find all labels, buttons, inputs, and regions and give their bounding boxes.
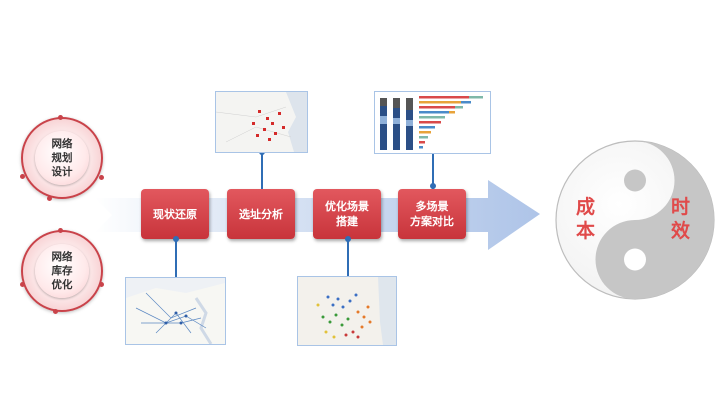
circle-dot [20, 282, 25, 287]
connector-line [432, 152, 434, 189]
map-scenario-thumbnail [297, 276, 397, 346]
step-label: 选址分析 [239, 207, 283, 221]
network-inventory-circle: 网络 库存 优化 [20, 228, 104, 314]
map-image [216, 92, 307, 152]
time-label-2: 效 [671, 220, 691, 242]
step-site-selection: 选址分析 [227, 189, 295, 239]
step-scenario-compare: 多场景 方案对比 [398, 189, 466, 239]
circle-dot [53, 309, 58, 314]
time-label-1: 时 [671, 196, 691, 218]
connector-dot [173, 236, 179, 242]
circle-dot [99, 282, 104, 287]
connector-line [175, 239, 177, 277]
cost-label-2: 本 [576, 220, 596, 242]
circle-label-line: 优化 [51, 279, 73, 291]
chart-image [375, 92, 490, 153]
circle-label-line: 库存 [51, 265, 73, 277]
step-label: 现状还原 [153, 207, 197, 221]
circle-dot [47, 196, 52, 201]
step-label: 方案对比 [410, 215, 454, 228]
step-label: 搭建 [336, 215, 358, 228]
circle-dot [58, 115, 63, 120]
map-image [298, 277, 396, 345]
circle-label-line: 设计 [51, 166, 73, 178]
map-site-selection-thumbnail [215, 91, 308, 153]
network-planning-circle-inner: 网络 规划 设计 [35, 131, 89, 185]
chart-scenario-comparison-thumbnail [374, 91, 491, 154]
connector-dot [345, 236, 351, 242]
map-current-state-thumbnail [125, 277, 226, 345]
yin-yang-symbol [555, 140, 715, 300]
map-image [126, 278, 225, 344]
step-label: 优化场景 [325, 200, 369, 213]
connector-dot [430, 183, 436, 189]
step-label: 多场景 [415, 200, 449, 213]
circle-dot [58, 228, 63, 233]
circle-dot [20, 174, 25, 179]
step-scenario-build: 优化场景 搭建 [313, 189, 381, 239]
circle-dot [99, 175, 104, 180]
circle-label-line: 网络 [51, 138, 73, 150]
network-planning-circle: 网络 规划 设计 [20, 115, 104, 201]
connector-line [347, 239, 349, 277]
circle-label-line: 网络 [51, 251, 73, 263]
cost-label-1: 成 [576, 196, 596, 218]
connector-line [261, 151, 263, 189]
step-current-state: 现状还原 [141, 189, 209, 239]
circle-label-line: 规划 [51, 152, 73, 164]
network-inventory-circle-inner: 网络 库存 优化 [35, 244, 89, 298]
